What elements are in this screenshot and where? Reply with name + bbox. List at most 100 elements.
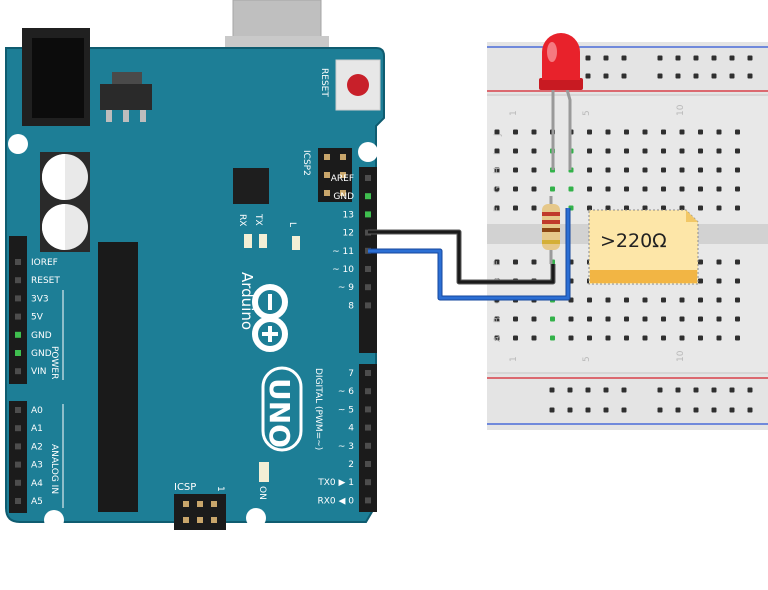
breadboard-hole (587, 297, 592, 303)
uno-badge (261, 366, 303, 452)
row-letter: B (493, 317, 503, 323)
breadboard-hole (675, 73, 681, 79)
pin-label: 5V (31, 313, 44, 323)
resistor-band (542, 240, 560, 244)
header-pin (365, 211, 371, 218)
breadboard-hole (494, 335, 500, 341)
breadboard-hole (624, 205, 629, 211)
breadboard-hole (605, 297, 611, 303)
pin-label: 7 (348, 369, 354, 379)
breadboard-hole (729, 73, 735, 79)
breadboard-hole (716, 278, 722, 284)
breadboard-hole (735, 335, 740, 341)
breadboard-hole (568, 316, 574, 322)
breadboard-hole (716, 186, 722, 192)
breadboard-hole (679, 297, 685, 303)
breadboard-hole (716, 205, 722, 211)
breadboard-hole (716, 259, 722, 265)
breadboard-hole (698, 297, 703, 303)
header-pin (15, 479, 21, 486)
col-number-1-bottom: 1 (509, 356, 519, 362)
header-pin (15, 331, 21, 338)
breadboard-hole (585, 407, 591, 413)
led (539, 33, 583, 170)
pin-label: 2 (348, 460, 354, 470)
col-number-1-top: 1 (509, 110, 519, 116)
breadboard-hole (531, 148, 537, 154)
breadboard-hole (642, 335, 648, 341)
breadboard-hole (513, 186, 518, 192)
breadboard-hole (494, 167, 500, 173)
reset-button[interactable] (347, 74, 369, 96)
breadboard-hole (657, 407, 663, 413)
breadboard-hole (642, 167, 648, 173)
breadboard-hole (587, 335, 592, 341)
col-number-5-top: 5 (582, 110, 592, 116)
analog-header (9, 401, 27, 513)
breadboard-hole (531, 129, 537, 135)
breadboard-hole (603, 387, 609, 393)
pin-label: TX0 ▶ 1 (317, 478, 354, 488)
header-pin (365, 479, 371, 486)
icsp2-pin (324, 172, 330, 178)
breadboard-hole (513, 316, 518, 322)
breadboard-hole (661, 186, 666, 192)
breadboard-hole (567, 387, 573, 393)
breadboard-hole (568, 335, 574, 341)
col-number-10-top: 10 (676, 104, 686, 116)
breadboard-hole (735, 316, 740, 322)
breadboard-hole (693, 73, 699, 79)
breadboard-hole (735, 148, 740, 154)
digital-header-bottom (359, 364, 377, 512)
header-pin (365, 388, 371, 395)
breadboard-hole (605, 129, 611, 135)
pin-label: 8 (348, 301, 354, 311)
digital-label: DIGITAL (PWM=~) (313, 368, 323, 450)
breadboard-hole (679, 186, 685, 192)
breadboard-hole (621, 407, 627, 413)
breadboard-hole (624, 167, 629, 173)
resistor-value-text: >220Ω (600, 230, 667, 252)
header-pin (15, 259, 21, 265)
breadboard-hole (735, 167, 740, 173)
breadboard-hole (735, 129, 740, 135)
breadboard-hole (494, 186, 500, 192)
resistor-band (542, 220, 560, 224)
icsp-header (174, 494, 226, 530)
breadboard-hole (675, 387, 681, 393)
led-glare (547, 42, 557, 62)
breadboard-hole (679, 335, 685, 341)
pin-label: VIN (31, 367, 47, 377)
pin-label: GND (333, 192, 354, 202)
pin-label: IOREF (31, 258, 58, 268)
breadboard-hole (698, 167, 703, 173)
breadboard-hole (642, 148, 648, 154)
breadboard-hole (549, 407, 555, 413)
breadboard-hole (549, 387, 555, 393)
icsp2-pins (324, 154, 346, 196)
row-letter: H (493, 167, 503, 174)
breadboard-hole (679, 167, 685, 173)
arduino-board: RESET ICSP2 TX RX L Arduino UNO ON (5, 0, 385, 530)
logo-minus (268, 294, 272, 310)
led-rim (539, 78, 583, 90)
breadboard-hole (605, 148, 611, 154)
regulator-leg (106, 110, 112, 122)
breadboard-hole (513, 259, 518, 265)
rx-led (244, 234, 252, 248)
regulator-leg (140, 110, 146, 122)
breadboard-hole (729, 387, 735, 393)
breadboard-hole (585, 73, 591, 79)
breadboard-hole (716, 129, 722, 135)
breadboard-hole (603, 407, 609, 413)
tx-label: TX (253, 213, 263, 226)
icsp-pin (197, 501, 203, 507)
pin-label: 12 (343, 229, 354, 239)
icsp-pin (211, 501, 217, 507)
pin-label: RX0 ◀ 0 (317, 496, 354, 506)
breadboard-hole (624, 186, 629, 192)
header-pin (15, 368, 21, 375)
icsp2-pin (340, 154, 346, 160)
